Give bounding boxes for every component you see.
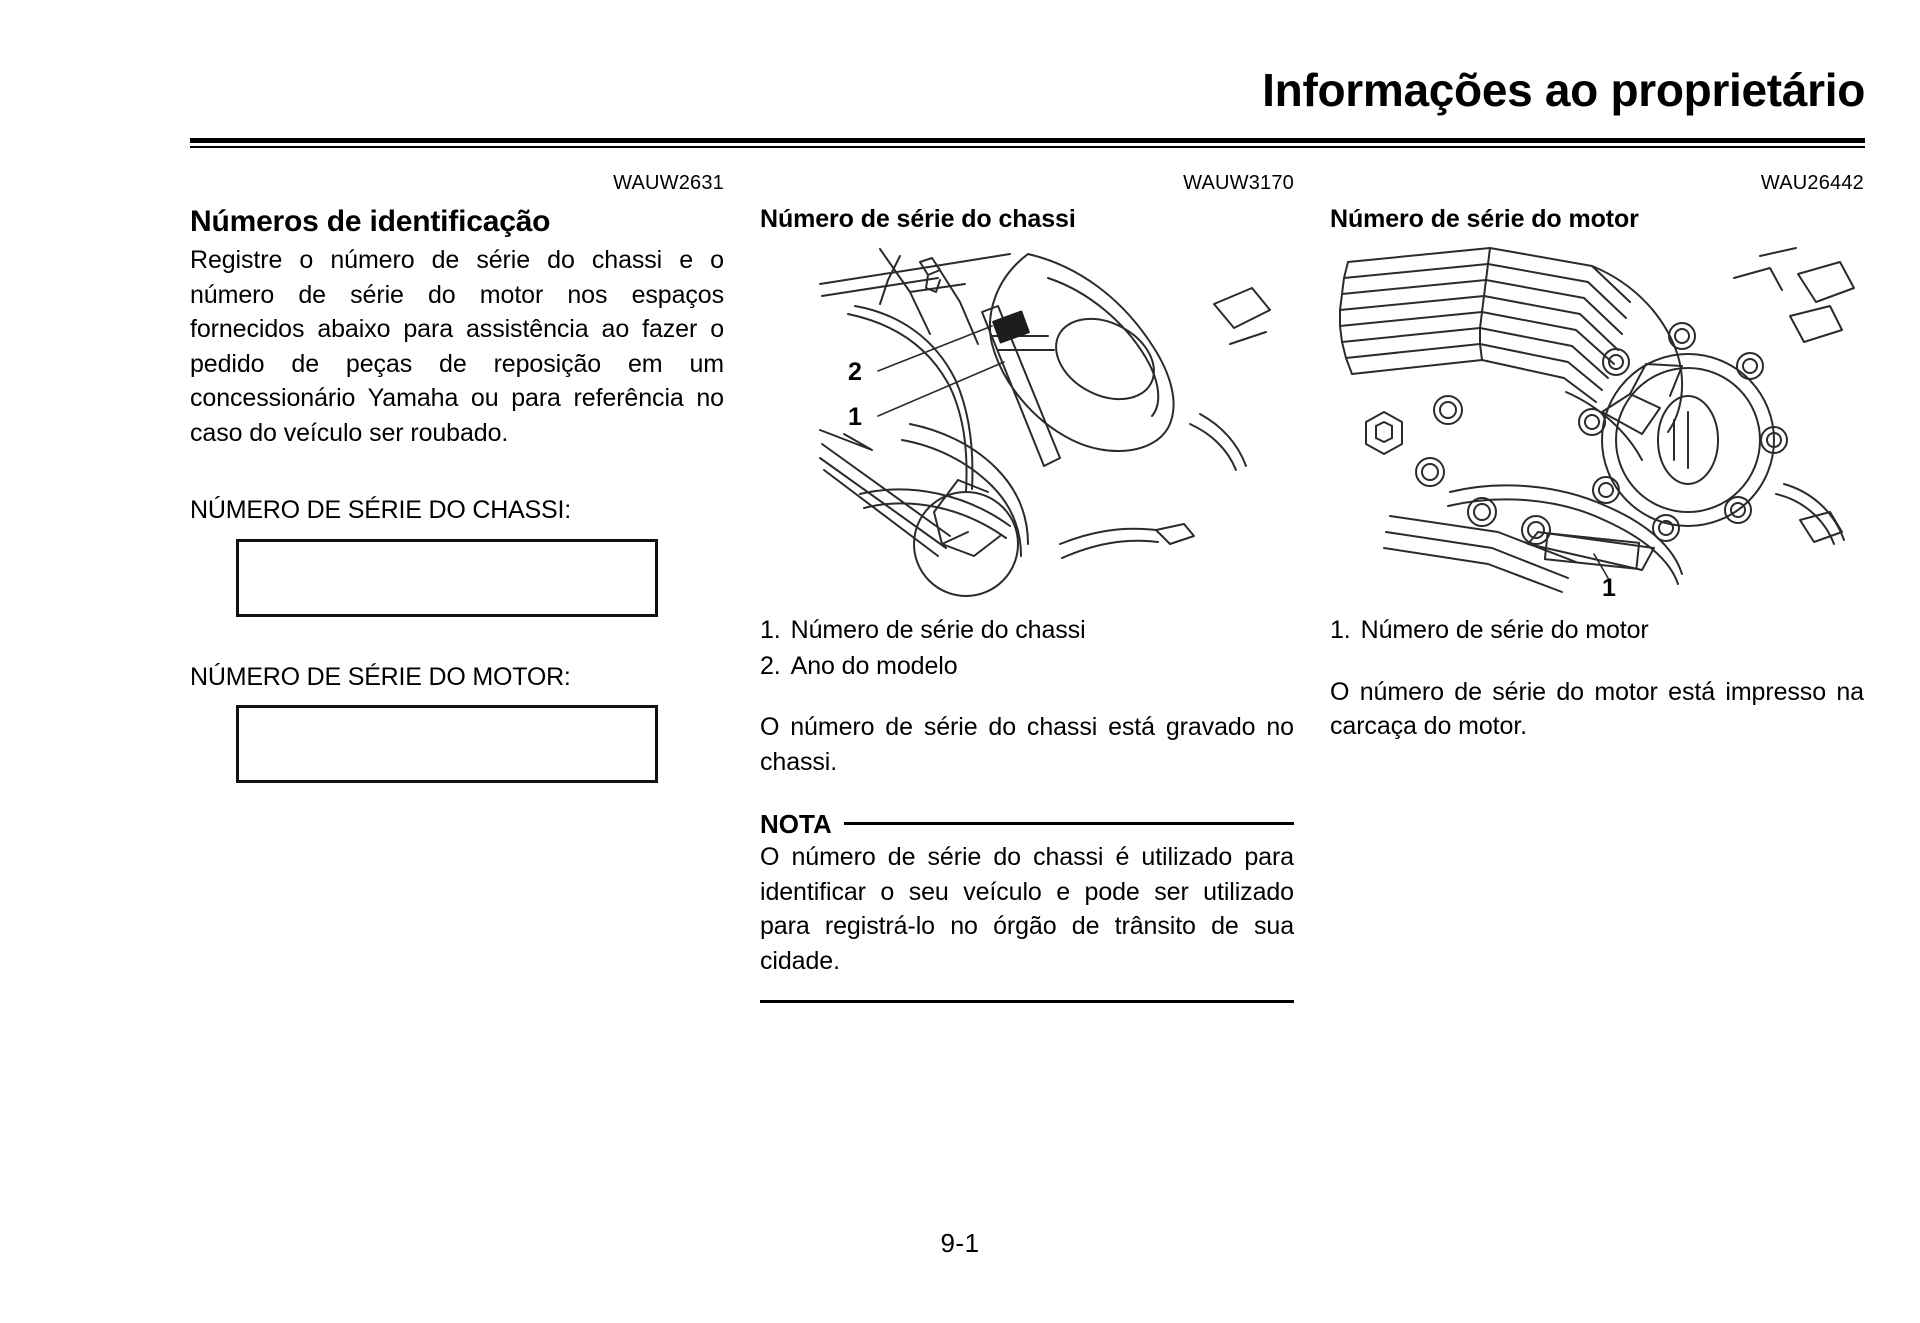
legend-item: 1. Número de série do motor (1330, 613, 1864, 649)
header-divider (190, 138, 1865, 148)
callout-1: 1 (1602, 574, 1616, 599)
section-title-chassis-number: Número de série do chassi (760, 205, 1076, 233)
legend-text: Ano do modelo (790, 651, 958, 680)
identification-paragraph: Registre o número de série do chassi e o… (190, 246, 724, 447)
legend-text: Número de série do chassi (790, 616, 1086, 644)
chassis-number-illustration: 2 1 (760, 244, 1294, 599)
engine-number-input[interactable] (236, 705, 658, 784)
note-rule (843, 822, 1294, 825)
legend-item: 2. Ano do modelo (760, 649, 1294, 685)
page-header: Informações ao proprietário (190, 64, 1865, 116)
page-number: 9-1 (940, 1228, 980, 1258)
engine-number-illustration: 1 (1330, 244, 1864, 599)
callout-2: 2 (848, 358, 862, 386)
callout-1: 1 (848, 403, 862, 431)
note-bottom-rule (760, 1000, 1294, 1003)
column-right: WAU26442 Número de série do motor (1330, 172, 1864, 1003)
note-block: NOTA O número de série do chassi é utili… (760, 809, 1294, 1003)
engine-diagram-svg: 1 (1339, 247, 1855, 599)
header-rule-thick (190, 138, 1865, 143)
reference-code-right: WAU26442 (1760, 172, 1864, 194)
note-header: NOTA (760, 809, 1294, 840)
legend-text: Número de série do motor (1360, 616, 1649, 644)
legend-item: 1. Número de série do chassi (760, 613, 1294, 649)
legend-number: 1. (1330, 616, 1351, 644)
three-column-body: WAUW2631 Números de identificação Regist… (190, 172, 1865, 1003)
header-rule-thin (190, 146, 1865, 148)
page-footer: 9-1 (0, 1228, 1920, 1259)
chassis-legend: 1. Número de série do chassi 2. Ano do m… (760, 613, 1294, 684)
page-title: Informações ao proprietário (1262, 64, 1865, 116)
section-title-identification: Números de identificação (190, 205, 551, 238)
column-middle: WAUW3170 Número de série do chassi (760, 172, 1294, 1003)
chassis-number-label: NÚMERO DE SÉRIE DO CHASSI: (190, 496, 571, 525)
note-label: NOTA (760, 809, 832, 839)
reference-code-left: WAUW2631 (613, 172, 724, 194)
reference-code-middle: WAUW3170 (1183, 172, 1294, 194)
chassis-paragraph: O número de série do chassi está gravado… (760, 713, 1294, 776)
legend-number: 1. (760, 616, 781, 644)
note-text: O número de série do chassi é utilizado … (760, 843, 1294, 975)
section-title-engine-number: Número de série do motor (1330, 205, 1639, 233)
chassis-diagram-svg: 2 1 (819, 248, 1271, 597)
legend-number: 2. (760, 651, 781, 680)
chassis-number-input[interactable] (236, 538, 658, 617)
engine-paragraph: O número de série do motor está impresso… (1330, 677, 1864, 741)
column-left: WAUW2631 Números de identificação Regist… (190, 172, 724, 1003)
engine-number-label: NÚMERO DE SÉRIE DO MOTOR: (190, 662, 571, 691)
engine-legend: 1. Número de série do motor (1330, 613, 1864, 649)
